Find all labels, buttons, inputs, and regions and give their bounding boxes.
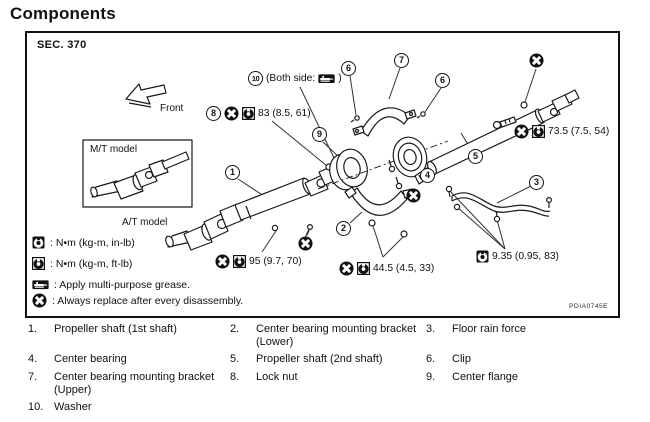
replace-icon <box>514 124 529 139</box>
torque-label-73-5: 73.5 (7.5, 54) <box>514 124 609 139</box>
front-label: Front <box>160 103 184 114</box>
replace-icon <box>32 293 47 308</box>
callout-9: 9 <box>312 127 327 142</box>
part-item-3: 3.Floor rain force <box>426 323 526 335</box>
page-title: Components <box>10 4 116 23</box>
propeller-shaft-1-drawing <box>165 164 342 251</box>
torque-value: 95 (9.7, 70) <box>249 256 302 267</box>
callout-4: 4 <box>420 168 435 183</box>
replace-icon <box>224 106 239 121</box>
replace-icon <box>339 261 354 276</box>
torque-label-9-35: 9.35 (0.95, 83) <box>476 250 559 263</box>
floor-reinforce-drawing <box>445 185 552 223</box>
upper-bracket-drawing <box>352 107 417 137</box>
legend-row-replace: : Always replace after every disassembly… <box>32 293 243 308</box>
torque-value: 44.5 (4.5, 33) <box>373 263 435 274</box>
legend-text: : N•m (kg-m, in-lb) <box>50 236 135 249</box>
replace-icon <box>529 53 544 68</box>
torque-value: 9.35 (0.95, 83) <box>492 251 559 262</box>
callout-6-left: 6 <box>341 61 356 76</box>
torque-ft-lb-icon <box>242 107 255 120</box>
both-side-text: (Both side: <box>266 73 316 84</box>
leader-lines <box>237 67 537 258</box>
legend-row-ft-lb: : N•m (kg-m, ft-lb) <box>32 257 132 270</box>
both-side-close: ) <box>338 73 342 84</box>
replace-icon <box>406 188 421 203</box>
front-arrow <box>125 83 167 108</box>
legend-text: : N•m (kg-m, ft-lb) <box>50 257 133 270</box>
replace-icon <box>298 236 313 251</box>
axis-centerline <box>317 140 449 190</box>
both-side-grease-label: 10 (Both side: ) <box>248 71 342 86</box>
torque-in-lb-icon <box>476 250 489 263</box>
figure-code: PDIA0745E <box>569 303 609 310</box>
callout-8: 8 <box>206 106 221 121</box>
part-item-9: 9.Center flange <box>426 370 519 383</box>
grease-icon <box>318 74 335 84</box>
callout-5: 5 <box>468 149 483 164</box>
callout-2: 2 <box>336 221 351 236</box>
section-label: SEC. 370 <box>37 39 87 51</box>
part-item-2: 2.Center bearing mounting bracket (Lower… <box>230 323 417 348</box>
torque-ft-lb-icon <box>532 125 545 138</box>
part-item-1: 1.Propeller shaft (1st shaft) <box>28 323 177 335</box>
replace-icon <box>215 254 230 269</box>
torque-label-95: 95 (9.7, 70) <box>215 254 302 269</box>
callout-6-right: 6 <box>435 73 450 88</box>
mt-model-label: M/T model <box>90 144 138 155</box>
at-model-label: A/T model <box>122 217 168 228</box>
torque-label-44-5: 44.5 (4.5, 33) <box>339 261 434 276</box>
part-item-8: 8.Lock nut <box>230 370 298 383</box>
lower-bracket-drawing <box>344 186 415 238</box>
parts-list: 1.Propeller shaft (1st shaft) 2.Center b… <box>28 323 614 414</box>
part-item-5: 5.Propeller shaft (2nd shaft) <box>230 353 383 366</box>
center-bearing-drawing <box>388 136 428 190</box>
legend-text: : Apply multi-purpose grease. <box>54 279 190 291</box>
torque-value: 83 (8.5, 61) <box>258 108 311 119</box>
mt-inset-drawing <box>82 139 193 208</box>
callout-7: 7 <box>394 53 409 68</box>
part-item-10: 10.Washer <box>28 401 92 414</box>
part-item-4: 4.Center bearing <box>28 353 127 366</box>
torque-ft-lb-icon <box>32 257 45 270</box>
legend-row-in-lb: : N•m (kg-m, in-lb) <box>32 236 135 249</box>
callout-10: 10 <box>248 71 263 86</box>
grease-icon <box>32 280 49 290</box>
torque-in-lb-icon <box>32 236 45 249</box>
torque-label-83: 8 83 (8.5, 61) <box>206 106 311 121</box>
center-flange-drawing <box>329 148 368 191</box>
torque-value: 73.5 (7.5, 54) <box>548 126 610 137</box>
part-item-7: 7.Center bearing mounting bracket (Upper… <box>28 370 215 396</box>
legend-text: : Always replace after every disassembly… <box>52 294 244 307</box>
legend-row-grease: : Apply multi-purpose grease. <box>32 279 190 291</box>
part-item-6: 6.Clip <box>426 353 471 366</box>
callout-3: 3 <box>529 175 544 190</box>
clip-drawing <box>350 111 426 123</box>
torque-ft-lb-icon <box>357 262 370 275</box>
callout-1: 1 <box>225 165 240 180</box>
torque-ft-lb-icon <box>233 255 246 268</box>
